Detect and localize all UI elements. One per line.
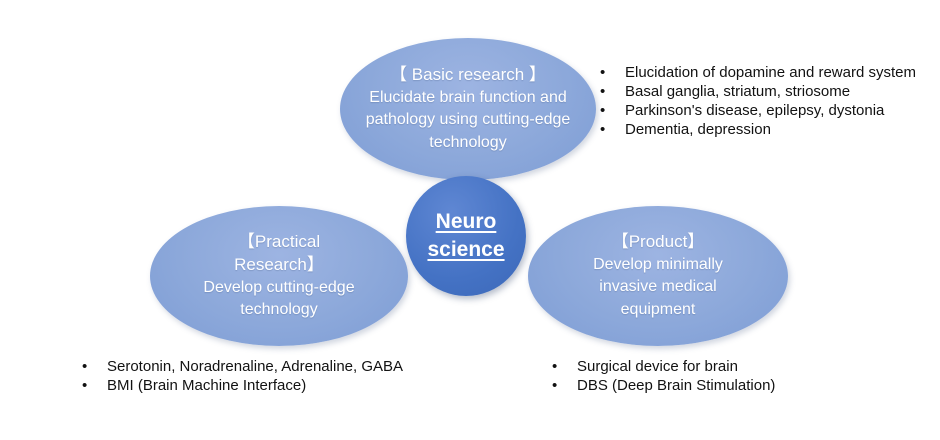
notes-practical-research: Serotonin, Noradrenaline, Adrenaline, GA… bbox=[80, 358, 450, 396]
note-item: Surgical device for brain bbox=[550, 358, 860, 376]
note-item: Parkinson's disease, epilepsy, dystonia bbox=[598, 102, 933, 120]
node-product: 【Product】 Develop minimally invasive med… bbox=[528, 206, 788, 346]
note-item: Basal ganglia, striatum, striosome bbox=[598, 83, 933, 101]
node-neuroscience-center: Neuro science bbox=[406, 176, 526, 296]
node-basic-research-body: Elucidate brain function and pathology u… bbox=[365, 88, 571, 151]
neuroscience-label-line2: science bbox=[427, 238, 505, 261]
notes-basic-research: Elucidation of dopamine and reward syste… bbox=[598, 64, 933, 140]
note-item: Elucidation of dopamine and reward syste… bbox=[598, 64, 933, 82]
notes-product: Surgical device for brain DBS (Deep Brai… bbox=[550, 358, 860, 396]
note-item: Dementia, depression bbox=[598, 121, 933, 139]
node-basic-research: 【 Basic research 】 Elucidate brain funct… bbox=[340, 38, 596, 180]
note-item: Serotonin, Noradrenaline, Adrenaline, GA… bbox=[80, 358, 450, 376]
neuroscience-label-line1: Neuro bbox=[435, 209, 497, 233]
note-item: DBS (Deep Brain Stimulation) bbox=[550, 377, 860, 395]
node-basic-research-title: 【 Basic research 】 bbox=[390, 64, 546, 84]
node-practical-research-body: Develop cutting-edge technology bbox=[203, 278, 355, 318]
node-practical-research: 【Practical Research】 Develop cutting-edg… bbox=[150, 206, 408, 346]
node-product-body: Develop minimally invasive medical equip… bbox=[593, 255, 723, 318]
node-practical-research-title: 【Practical Research】 bbox=[234, 231, 324, 274]
node-product-title: 【Product】 bbox=[611, 231, 705, 251]
note-item: BMI (Brain Machine Interface) bbox=[80, 377, 450, 395]
